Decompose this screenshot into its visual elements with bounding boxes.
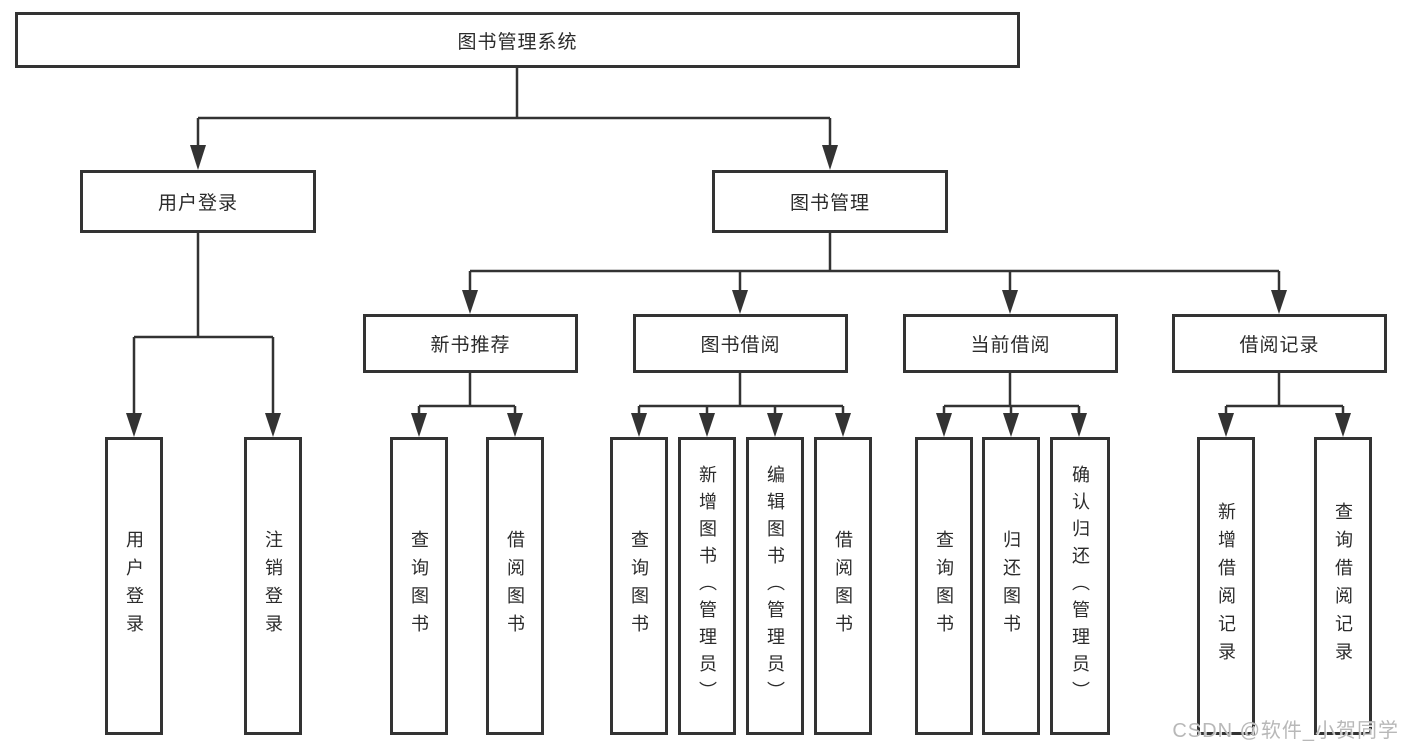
leaf-borrow-edit-admin: 编辑图书（管理员） — [746, 437, 804, 735]
arrow-to-current-borrow — [1002, 290, 1018, 314]
node-new-book-recommend: 新书推荐 — [363, 314, 578, 373]
leaf-user-login-label: 用户登录 — [124, 530, 144, 642]
leaf-newbook-borrow: 借阅图书 — [486, 437, 544, 735]
leaf-borrow-add-admin-label: 新增图书（管理员） — [697, 464, 717, 708]
arrow-to-borrow-record — [1271, 290, 1287, 314]
arrow-to-book-mgmt — [822, 145, 838, 170]
leaf-current-query-label: 查询图书 — [934, 530, 954, 642]
connector-new-book-branch — [417, 373, 517, 416]
leaf-borrow-add-admin: 新增图书（管理员） — [678, 437, 736, 735]
arrow-leaf — [1335, 413, 1351, 437]
leaf-current-query: 查询图书 — [915, 437, 973, 735]
arrow-leaf — [1218, 413, 1234, 437]
connector-root-to-level2 — [196, 68, 832, 148]
leaf-newbook-query: 查询图书 — [390, 437, 448, 735]
leaf-current-confirm-admin: 确认归还（管理员） — [1050, 437, 1110, 735]
node-root: 图书管理系统 — [15, 12, 1020, 68]
leaf-borrow-query-label: 查询图书 — [629, 530, 649, 642]
arrow-to-user-login — [190, 145, 206, 170]
arrow-leaf — [936, 413, 952, 437]
node-user-login-label: 用户登录 — [157, 193, 238, 214]
arrow-leaf — [1003, 413, 1019, 437]
leaf-logout-label: 注销登录 — [263, 530, 283, 642]
node-book-management-label: 图书管理 — [789, 193, 870, 214]
arrow-leaf — [767, 413, 783, 437]
connector-book-borrow-branch — [637, 373, 845, 416]
connector-current-borrow-branch — [942, 373, 1081, 416]
arrow-leaf — [265, 413, 281, 437]
node-borrow-record-label: 借阅记录 — [1239, 335, 1320, 356]
leaf-current-confirm-admin-label: 确认归还（管理员） — [1070, 464, 1090, 708]
arrow-leaf — [126, 413, 142, 437]
arrow-leaf — [835, 413, 851, 437]
leaf-borrow-book: 借阅图书 — [814, 437, 872, 735]
node-borrow-record: 借阅记录 — [1172, 314, 1387, 373]
leaf-record-add: 新增借阅记录 — [1197, 437, 1255, 735]
leaf-record-query: 查询借阅记录 — [1314, 437, 1372, 735]
node-new-book-recommend-label: 新书推荐 — [430, 335, 511, 356]
arrow-leaf — [631, 413, 647, 437]
arrow-to-new-book — [462, 290, 478, 314]
leaf-current-return-label: 归还图书 — [1001, 530, 1021, 642]
leaf-borrow-book-label: 借阅图书 — [833, 530, 853, 642]
arrow-to-book-borrow — [732, 290, 748, 314]
connector-book-mgmt-branch — [468, 233, 1281, 292]
leaf-record-add-label: 新增借阅记录 — [1216, 502, 1236, 670]
csdn-watermark: CSDN @软件_小贺同学 — [1172, 720, 1399, 742]
node-book-borrow: 图书借阅 — [633, 314, 848, 373]
node-root-label: 图书管理系统 — [457, 31, 578, 53]
leaf-newbook-borrow-label: 借阅图书 — [505, 530, 525, 642]
leaf-borrow-query: 查询图书 — [610, 437, 668, 735]
node-current-borrow: 当前借阅 — [903, 314, 1118, 373]
node-book-borrow-label: 图书借阅 — [700, 335, 781, 356]
node-current-borrow-label: 当前借阅 — [970, 335, 1051, 356]
arrowheads — [126, 145, 1351, 437]
leaf-user-login: 用户登录 — [105, 437, 163, 735]
connector-borrow-record-branch — [1224, 373, 1345, 416]
connector-user-login-branch — [132, 233, 275, 416]
leaf-record-query-label: 查询借阅记录 — [1333, 502, 1353, 670]
arrow-leaf — [1071, 413, 1087, 437]
arrow-leaf — [411, 413, 427, 437]
leaf-logout: 注销登录 — [244, 437, 302, 735]
node-book-management: 图书管理 — [712, 170, 948, 233]
arrow-leaf — [699, 413, 715, 437]
arrow-leaf — [507, 413, 523, 437]
leaf-borrow-edit-admin-label: 编辑图书（管理员） — [765, 464, 785, 708]
node-user-login: 用户登录 — [80, 170, 316, 233]
leaf-current-return: 归还图书 — [982, 437, 1040, 735]
leaf-newbook-query-label: 查询图书 — [409, 530, 429, 642]
